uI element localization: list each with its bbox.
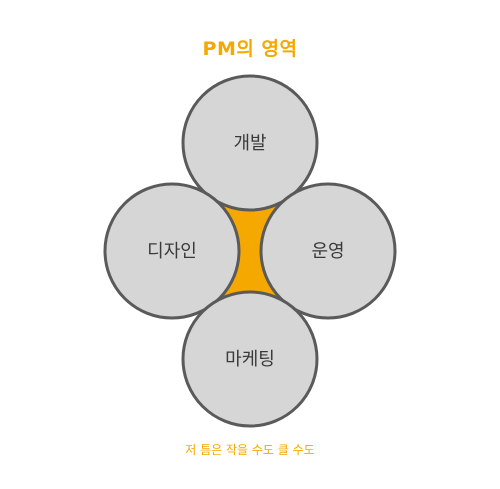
circle-bottom: 마케팅: [181, 290, 319, 428]
circle-label-top: 개발: [233, 133, 266, 154]
circle-label-right: 운영: [311, 241, 344, 262]
circle-left: 디자인: [103, 182, 241, 320]
circle-top: 개발: [181, 74, 319, 212]
diagram-title: PM의 영역: [202, 38, 298, 60]
circle-label-bottom: 마케팅: [225, 349, 275, 370]
circle-label-left: 디자인: [147, 241, 197, 262]
circle-right: 운영: [259, 182, 397, 320]
diagram-caption: 저 틈은 작을 수도 클 수도: [185, 443, 315, 457]
